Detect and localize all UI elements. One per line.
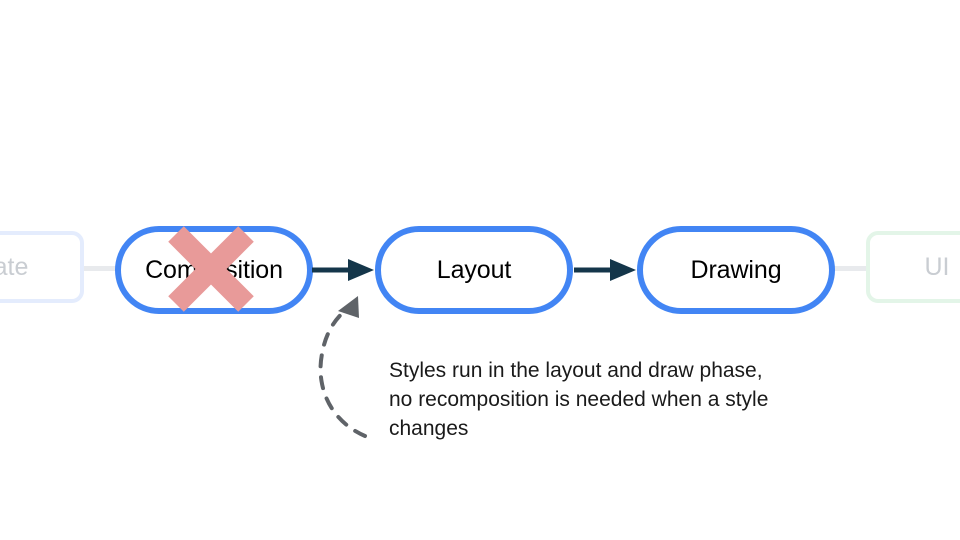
- ghost-box-state-label: ate: [0, 252, 29, 281]
- connector-state-to-composition: [78, 266, 120, 271]
- connector-drawing-to-ui: [828, 266, 872, 271]
- dashed-curved-arrow-icon: [318, 296, 367, 438]
- phase-node-drawing[interactable]: Drawing: [637, 226, 835, 314]
- ghost-box-ui-label: UI: [924, 252, 950, 281]
- phase-node-composition-label: Composition: [145, 255, 283, 284]
- ghost-box-state: ate: [0, 231, 84, 303]
- phase-node-layout-label: Layout: [436, 255, 512, 284]
- arrow-right-icon-layout-to-drawing: [574, 259, 636, 281]
- phase-node-layout[interactable]: Layout: [375, 226, 573, 314]
- phase-node-composition[interactable]: Composition: [115, 226, 313, 314]
- phase-node-drawing-label: Drawing: [690, 255, 782, 284]
- ghost-box-ui: UI: [866, 231, 960, 303]
- arrow-right-icon-composition-to-layout: [312, 259, 374, 281]
- callout-caption: Styles run in the layout and draw phase,…: [389, 359, 769, 440]
